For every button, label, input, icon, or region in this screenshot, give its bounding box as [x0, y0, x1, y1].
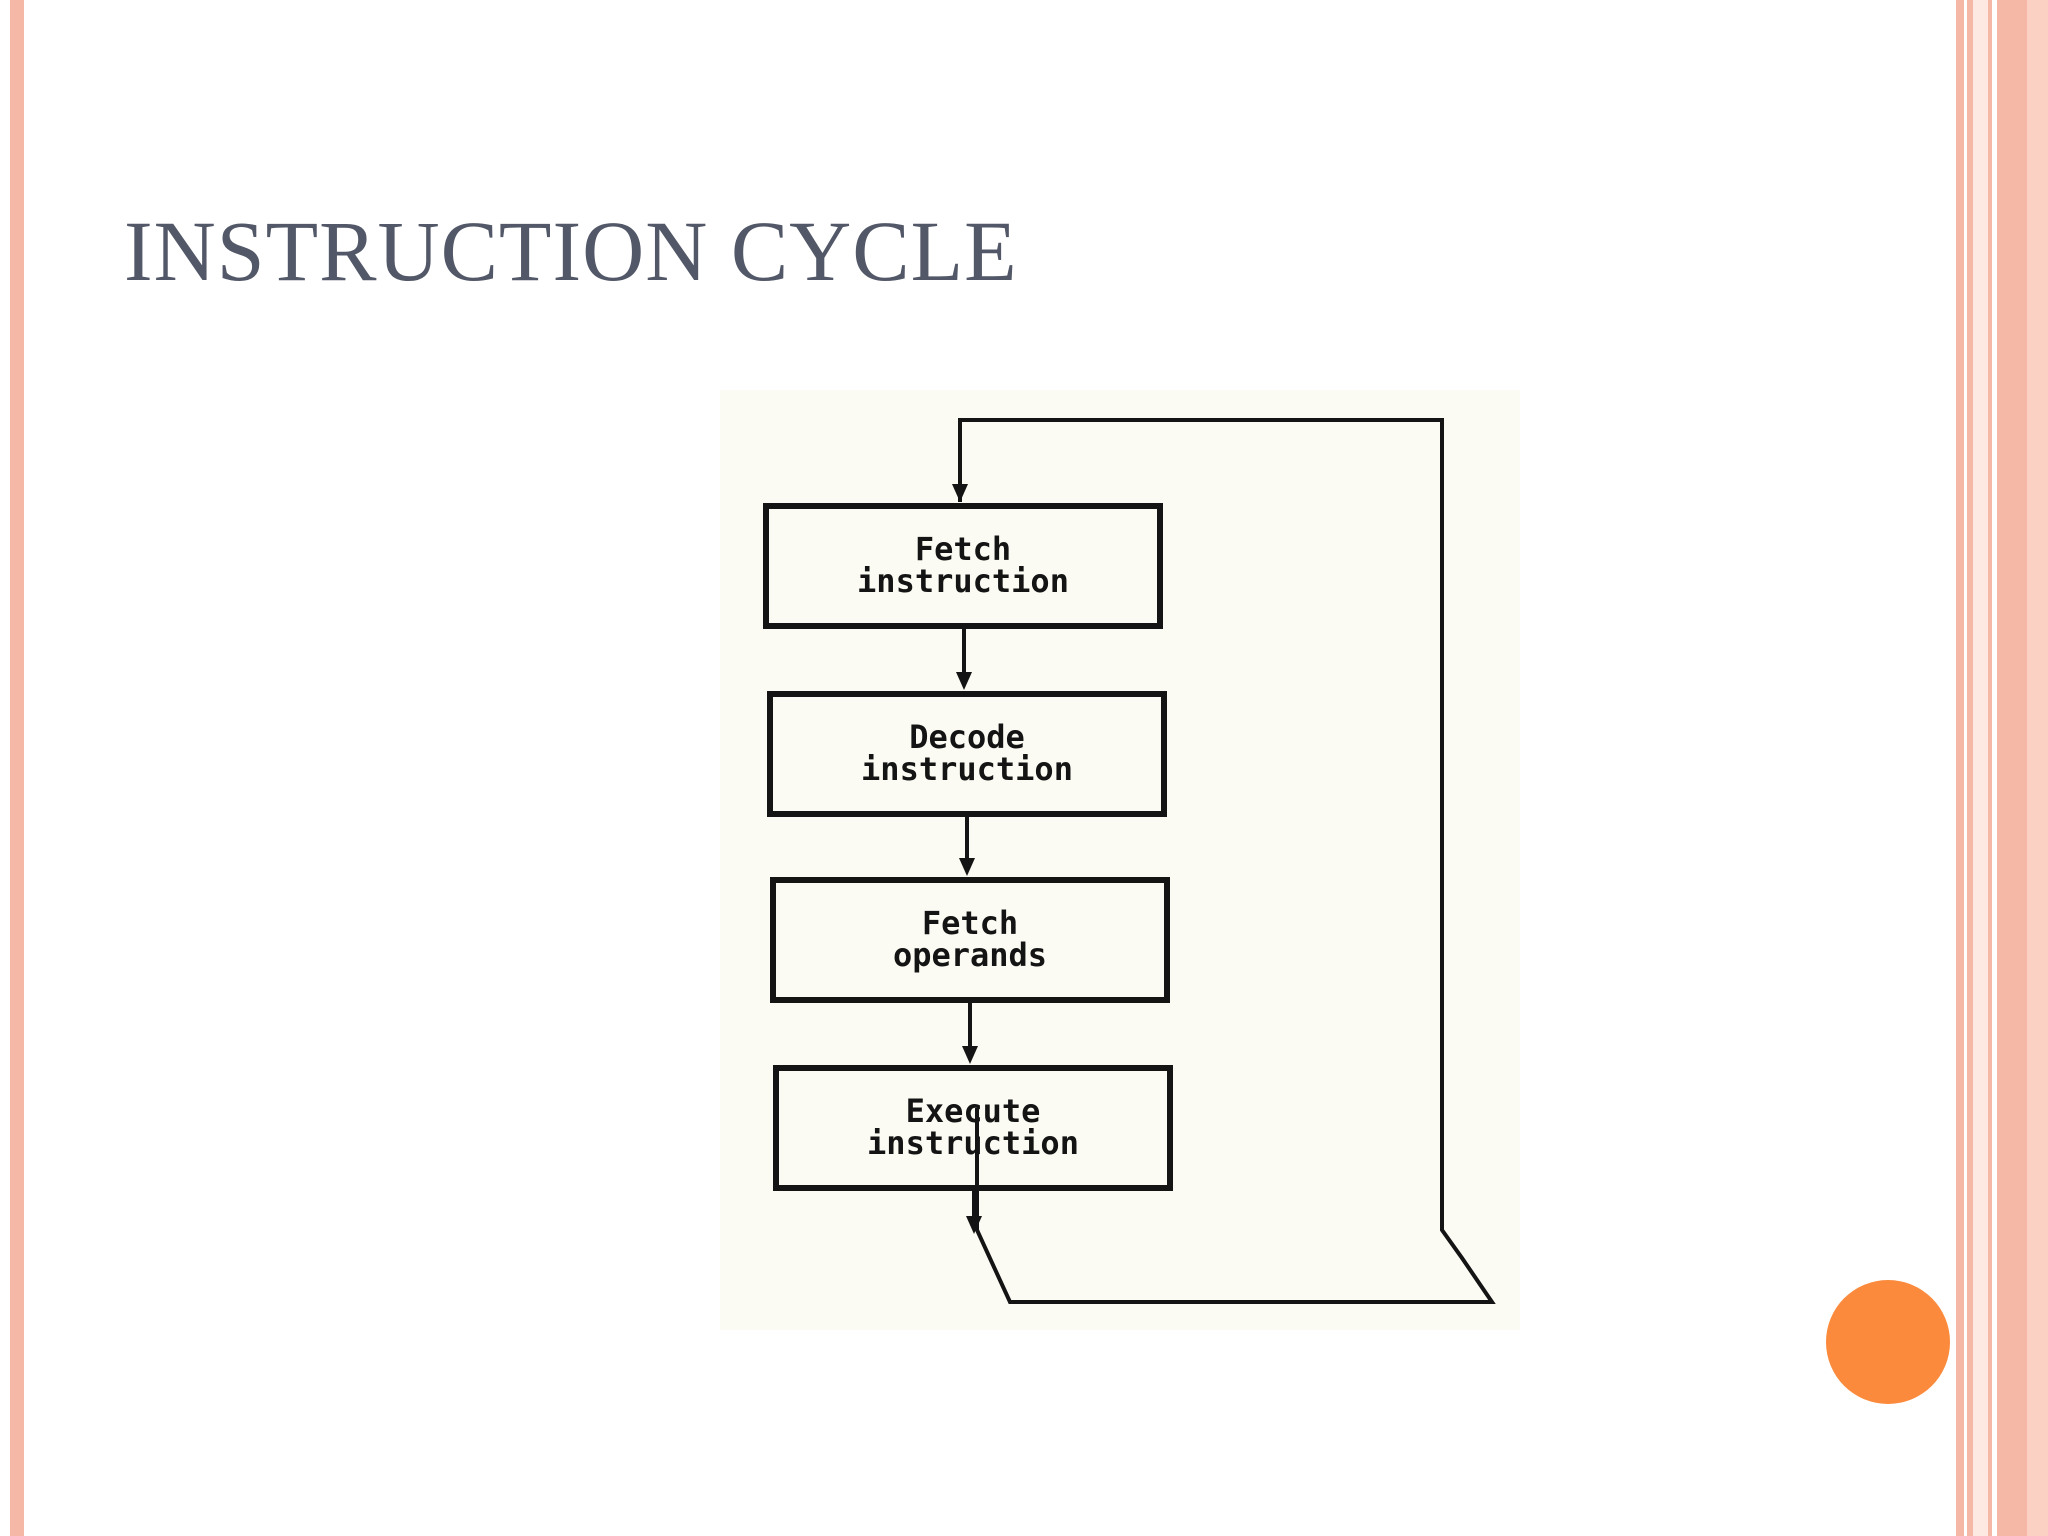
right-decorative-stripe [1997, 0, 2027, 1536]
connector-arrow [959, 817, 975, 876]
right-decorative-stripe [1956, 0, 1964, 1536]
step-box-fetch-operands: Fetch operands [770, 877, 1170, 1003]
step-label-line2: instruction [867, 1124, 1079, 1162]
right-decorative-stripe [1967, 0, 1973, 1536]
step-label-line2: instruction [861, 750, 1073, 788]
step-label-line2: operands [893, 936, 1047, 974]
step-label-line1: Fetch [915, 530, 1011, 568]
orange-circle-decoration [1826, 1280, 1950, 1404]
step-label-line2: instruction [857, 562, 1069, 600]
slide-title: INSTRUCTION CYCLE [124, 203, 1018, 299]
step-label-line1: Decode [909, 718, 1025, 756]
diagram-background [720, 390, 1520, 1330]
instruction-cycle-flowchart: Fetch instruction Decode instruction Fet… [763, 418, 1496, 1304]
loop-arrowhead [952, 484, 968, 502]
step-label-line1: Fetch [922, 904, 1018, 942]
step-box-fetch-instruction: Fetch instruction [763, 503, 1163, 629]
step-box-decode-instruction: Decode instruction [767, 691, 1167, 817]
loop-back-line [958, 418, 1496, 1304]
connector-arrow [966, 1191, 982, 1234]
right-decorative-stripe [1964, 0, 1967, 1536]
connector-arrow [962, 1003, 978, 1064]
step-box-execute-instruction: Execute instruction [773, 1065, 1173, 1191]
connector-arrow [956, 629, 972, 690]
right-decorative-stripe [1988, 0, 1992, 1536]
right-decorative-stripe [1992, 0, 1997, 1536]
right-decorative-stripe [1973, 0, 1988, 1536]
right-decorative-stripe [2027, 0, 2048, 1536]
left-decorative-stripe [10, 0, 24, 1536]
step-label-line1: Execute [906, 1092, 1041, 1130]
